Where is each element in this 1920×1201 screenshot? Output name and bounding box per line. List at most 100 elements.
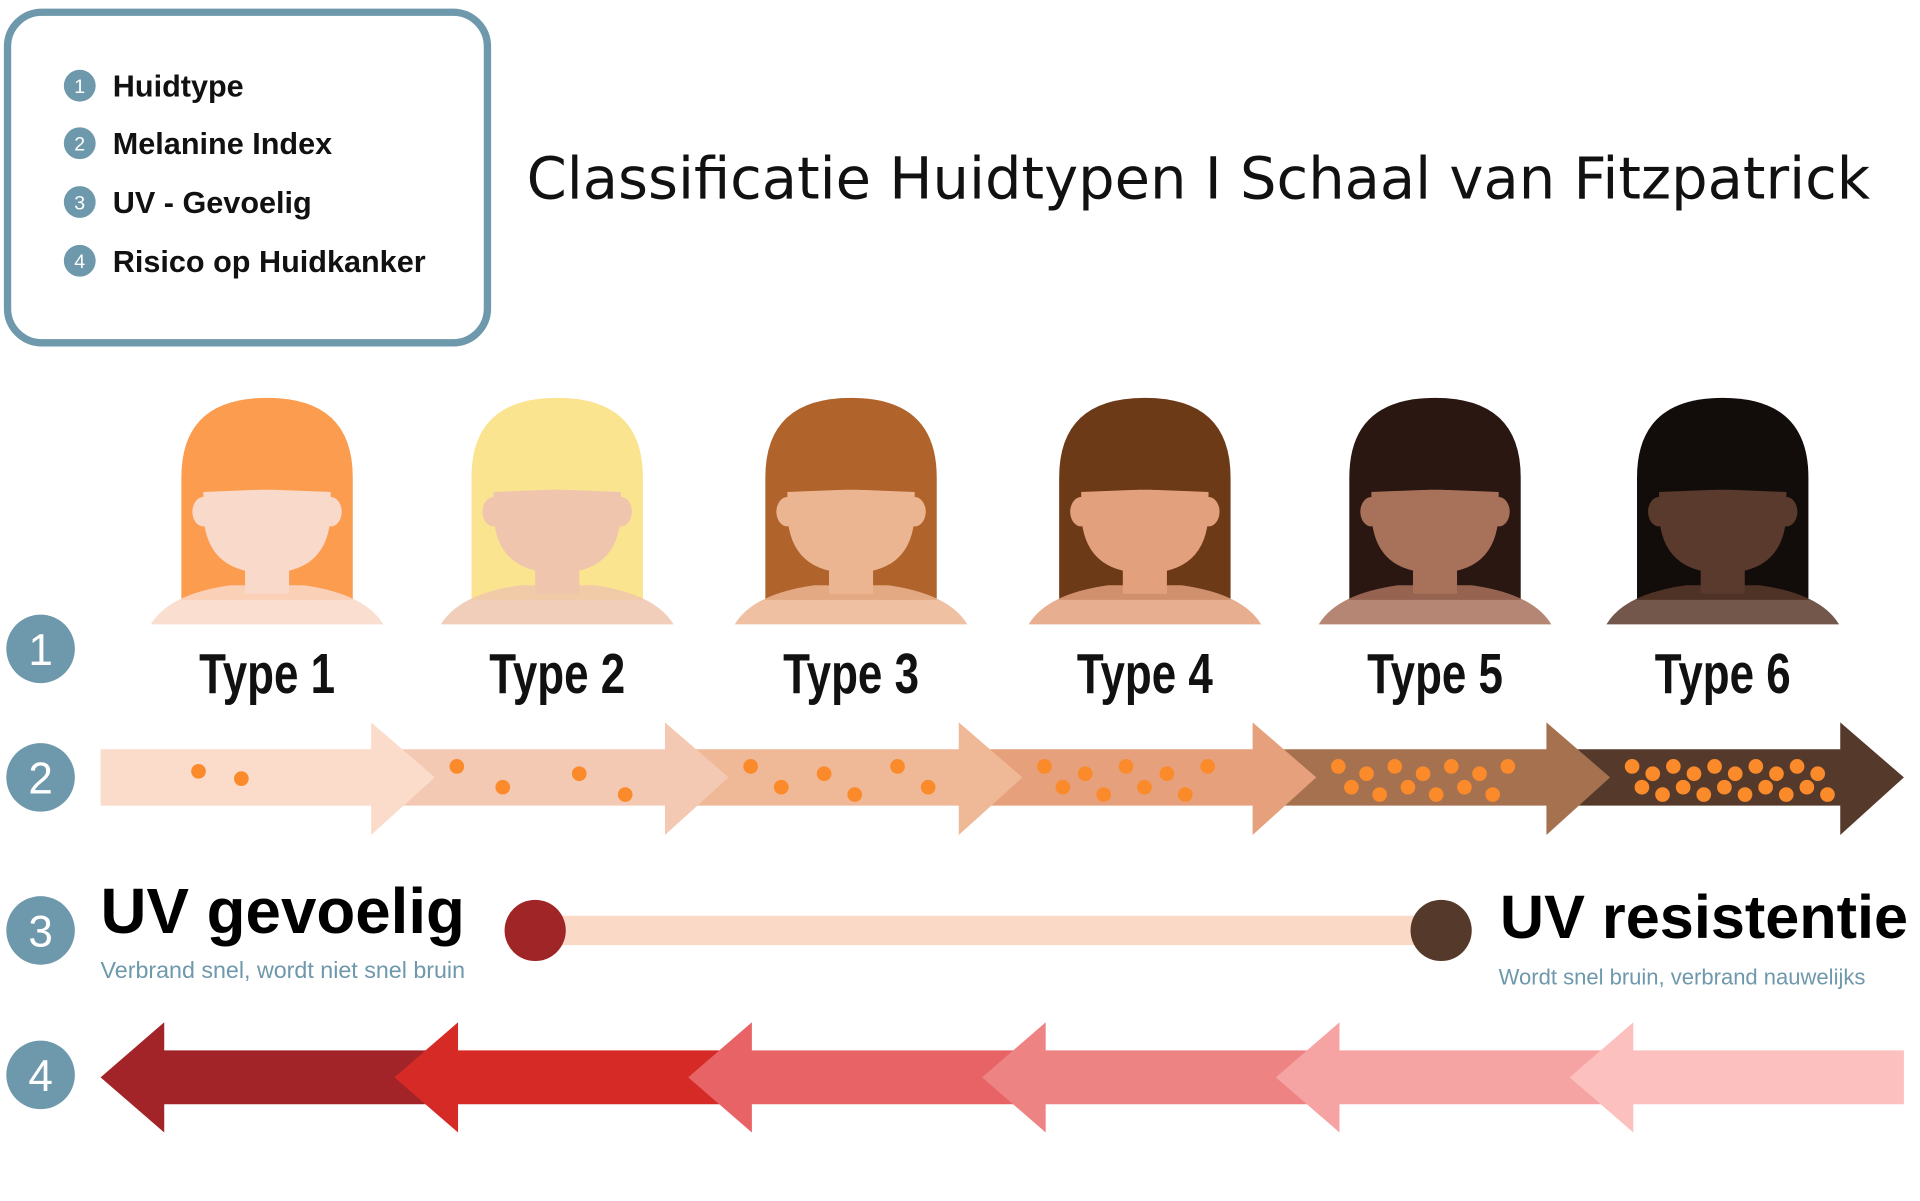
melanin-dot (1118, 759, 1134, 774)
melanin-dot (1778, 787, 1794, 802)
legend-label: Risico op Huidkanker (113, 245, 426, 279)
heads (150, 397, 1840, 625)
melanin-index-arrows (100, 722, 1904, 835)
legend-number: 2 (74, 134, 85, 156)
melanin-dot (1415, 766, 1431, 782)
head-illustration-type-2 (440, 397, 674, 625)
skin-cancer-risk-arrows (100, 1022, 1904, 1133)
row-number: 2 (28, 754, 53, 803)
row-number: 4 (28, 1052, 53, 1101)
legend-number: 4 (74, 251, 85, 273)
melanin-dot (1387, 759, 1403, 774)
type-label: Type 2 (489, 642, 625, 706)
melanin-dot (1686, 766, 1702, 782)
melanin-dot (1137, 779, 1152, 795)
uv-left-title: UV gevoelig (101, 876, 465, 947)
melanin-dot (1055, 779, 1071, 795)
melanin-dot (1696, 787, 1712, 802)
melanin-arrow-type-1 (100, 722, 435, 835)
melanin-dot (1727, 766, 1743, 782)
melanin-dot (1330, 759, 1346, 774)
row-number-badge (6, 614, 75, 684)
head-illustration-type-4 (1028, 397, 1262, 625)
risk-arrow-type-6 (1569, 1022, 1904, 1133)
melanin-dot (617, 787, 633, 802)
melanin-dot (1344, 779, 1359, 795)
melanin-arrow-type-5 (1283, 722, 1611, 835)
melanin-dot (449, 759, 465, 774)
melanin-dot (1457, 779, 1472, 795)
uv-left-subtitle: Verbrand snel, wordt niet snel bruin (101, 957, 465, 983)
melanin-dot (743, 759, 758, 774)
row-number: 1 (28, 626, 53, 675)
melanin-dot (1758, 779, 1773, 795)
melanin-dot (495, 779, 511, 795)
melanin-dot (1624, 759, 1640, 774)
uv-right-subtitle: Wordt snel bruin, verbrand nauwelijks (1499, 964, 1866, 989)
melanin-dot (571, 766, 587, 782)
legend-label: Huidtype (113, 70, 244, 104)
melanin-dot (1666, 759, 1681, 774)
type-label: Type 6 (1655, 642, 1791, 706)
uv-low-marker (504, 899, 566, 962)
head-illustration-type-1 (150, 397, 384, 625)
melanin-dot (1789, 759, 1805, 774)
legend-number: 3 (74, 192, 85, 214)
melanin-dot (1769, 766, 1784, 782)
page-title: Classificatie Huidtypen I Schaal van Fit… (527, 145, 1871, 212)
row-numbers: 1 2 3 4 (6, 614, 75, 1110)
melanin-dot (1177, 787, 1193, 802)
legend-item: 4 Risico op Huidkanker (63, 245, 426, 279)
type-labels: Type 1 Type 2 Type 3 Type 4 Type 5 Type 6 (199, 642, 1791, 706)
risk-arrow-type-3 (688, 1022, 1032, 1133)
row-number: 3 (28, 907, 53, 956)
row-number-badge (6, 896, 75, 965)
legend-item: 1 Huidtype (63, 70, 244, 104)
melanin-dot (1485, 787, 1501, 802)
legend-item: 3 UV - Gevoelig (63, 186, 312, 220)
melanin-dot (1799, 779, 1815, 795)
melanin-dot (1159, 766, 1175, 782)
uv-bar (535, 915, 1442, 946)
melanin-dot (1372, 787, 1388, 802)
melanin-dot (1645, 766, 1661, 782)
risk-arrow-type-1 (100, 1022, 444, 1133)
melanin-dot (816, 766, 832, 782)
melanin-arrow-type-3 (695, 722, 1023, 835)
head-illustration-type-6 (1606, 397, 1840, 625)
melanin-dot (1400, 779, 1416, 795)
melanin-dot (1810, 766, 1826, 782)
melanin-dot (1717, 779, 1732, 795)
melanin-dot (1500, 759, 1516, 774)
melanin-dot (1737, 787, 1753, 802)
melanin-arrow-type-4 (989, 722, 1317, 835)
type-label: Type 3 (783, 642, 919, 706)
melanin-dot (1096, 787, 1111, 802)
legend-label: UV - Gevoelig (113, 186, 312, 220)
melanin-dot (1037, 759, 1052, 774)
row-number-badge (6, 743, 75, 812)
risk-arrow-type-5 (1275, 1022, 1619, 1133)
melanin-dot (1359, 766, 1374, 782)
uv-high-marker (1410, 899, 1472, 962)
melanin-dot (234, 771, 249, 786)
type-label: Type 5 (1367, 642, 1503, 706)
melanin-dot (1443, 759, 1459, 774)
type-label: Type 4 (1077, 642, 1213, 706)
melanin-dot (1428, 787, 1444, 802)
melanin-dot (1472, 766, 1487, 782)
risk-arrow-type-4 (982, 1022, 1325, 1133)
legend-item: 2 Melanine Index (63, 127, 332, 161)
melanin-dot (191, 763, 206, 779)
melanin-dot (1655, 787, 1670, 802)
legend-label: Melanine Index (113, 127, 332, 161)
head-illustration-type-3 (734, 397, 968, 625)
head-illustration-type-5 (1318, 397, 1552, 625)
type-label: Type 1 (199, 642, 335, 706)
melanin-dot (920, 779, 936, 795)
legend-number: 1 (74, 76, 85, 98)
legend-number-badge (63, 127, 96, 160)
melanin-dot (1820, 787, 1835, 802)
melanin-arrow-type-2 (401, 722, 729, 835)
